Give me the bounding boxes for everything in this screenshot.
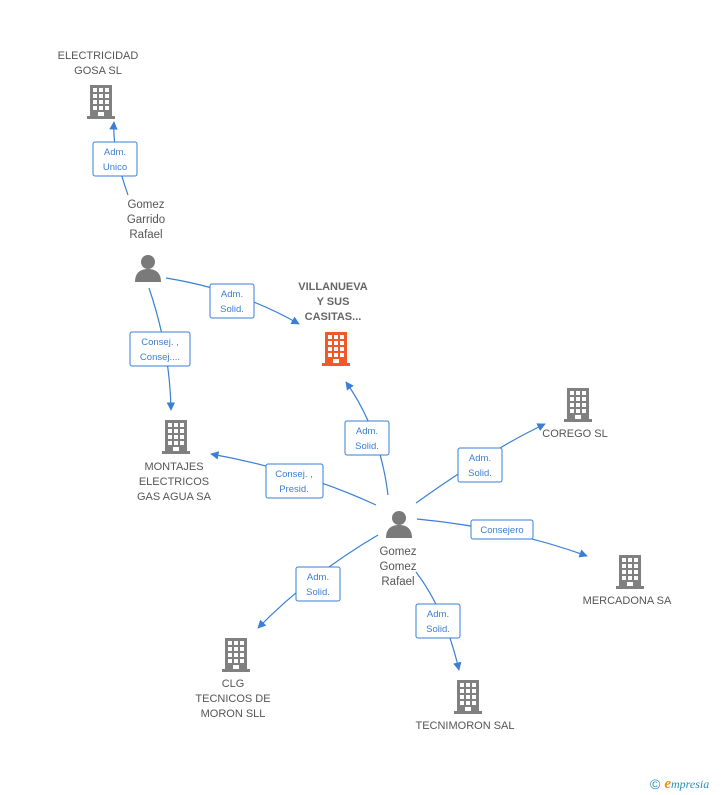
node-label-line: CASITAS...: [305, 311, 362, 323]
footer-brand[interactable]: © empresia: [650, 775, 709, 793]
copyright-icon: ©: [650, 776, 661, 792]
brand-initial: e: [664, 775, 671, 792]
edge-label-line: Adm.: [307, 572, 329, 583]
building-icon: [564, 388, 592, 422]
edges-layer: Adm. Unico Adm. Solid. Consej. , Consej.…: [92, 121, 588, 671]
node-clg[interactable]: CLG TECNICOS DE MORON SLL: [195, 638, 271, 720]
node-label-line: VILLANUEVA: [298, 281, 368, 293]
nodes-layer: VILLANUEVA Y SUS CASITAS... ELECTRICIDAD…: [58, 50, 672, 732]
node-label-line: CLG: [222, 678, 245, 690]
node-montajes[interactable]: MONTAJES ELECTRICOS GAS AGUA SA: [137, 420, 212, 503]
person-icon: [386, 511, 412, 538]
node-label-line: COREGO SL: [542, 428, 607, 440]
node-gomez-garrido[interactable]: Gomez Garrido Rafael: [127, 199, 165, 282]
building-icon: [87, 85, 115, 119]
edge-label-box: [92, 141, 138, 177]
node-label-line: MORON SLL: [201, 708, 266, 720]
node-label-line: Gomez: [379, 546, 416, 558]
node-label-line: Y SUS: [317, 296, 350, 308]
building-icon: [454, 680, 482, 714]
edge-gg-villanueva: Adm. Solid.: [165, 277, 300, 325]
edge-ggo-mercadona: Consejero: [416, 518, 588, 558]
edge-ggo-tecnimoron: Adm. Solid.: [415, 571, 462, 671]
building-icon: [616, 555, 644, 589]
brand-name: mpresia: [671, 776, 710, 791]
node-label-line: Gomez: [379, 561, 416, 573]
edge-ggo-clg: Adm. Solid.: [257, 534, 379, 629]
building-icon: [162, 420, 190, 454]
edge-label-line: Adm.: [221, 289, 243, 300]
building-icon: [322, 332, 350, 366]
node-label-line: MONTAJES: [144, 461, 203, 473]
node-mercadona[interactable]: MERCADONA SA: [583, 555, 672, 607]
edge-label-box: [415, 603, 461, 639]
node-label-line: MERCADONA SA: [583, 595, 672, 607]
node-label-line: Gomez: [127, 199, 164, 211]
edge-label-line: Solid.: [468, 468, 492, 479]
edge-label-box: [457, 447, 503, 483]
edge-gg-montajes: Consej. , Consej....: [129, 287, 191, 411]
edge-label-box: [209, 283, 255, 319]
edge-ggo-montajes: Consej. , Presid.: [210, 451, 377, 506]
edge-label-line: Presid.: [279, 484, 309, 495]
edge-label-line: Adm.: [469, 453, 491, 464]
edge-label-line: Unico: [103, 162, 127, 173]
node-gomez-gomez[interactable]: Gomez Gomez Rafael: [379, 511, 417, 588]
brand-logo: empresia: [664, 776, 709, 793]
edge-label-line: Consej. ,: [275, 469, 313, 480]
edge-ggo-corego: Adm. Solid.: [415, 423, 546, 504]
node-label-line: Rafael: [129, 229, 162, 241]
edge-label-line: Solid.: [426, 624, 450, 635]
edge-label-line: Adm.: [356, 426, 378, 437]
edge-label-line: Solid.: [306, 587, 330, 598]
node-tecnimoron[interactable]: TECNIMORON SAL: [415, 680, 515, 732]
building-icon: [222, 638, 250, 672]
node-villanueva[interactable]: VILLANUEVA Y SUS CASITAS...: [298, 281, 368, 366]
node-label-line: TECNICOS DE: [195, 693, 270, 705]
edge-label-line: Adm.: [104, 147, 126, 158]
edge-label-box: [295, 566, 341, 602]
edge-ggo-villanueva: Adm. Solid.: [344, 381, 390, 496]
node-label-line: Garrido: [127, 214, 165, 226]
edge-label-box: [470, 519, 534, 540]
edge-gg-electricidad: Adm. Unico: [92, 121, 138, 196]
node-label-line: GAS AGUA SA: [137, 491, 212, 503]
node-corego[interactable]: COREGO SL: [542, 388, 608, 440]
edge-label-line: Solid.: [355, 441, 379, 452]
edge-label-line: Solid.: [220, 304, 244, 315]
node-electricidad[interactable]: ELECTRICIDAD GOSA SL: [58, 50, 139, 119]
node-label-line: TECNIMORON SAL: [415, 720, 514, 732]
edge-label-line: Adm.: [427, 609, 449, 620]
node-label-line: GOSA SL: [74, 65, 122, 77]
node-label-line: ELECTRICOS: [139, 476, 209, 488]
edge-label-box: [129, 331, 191, 367]
edge-label-line: Consejero: [480, 525, 523, 536]
edge-label-line: Consej. ,: [141, 337, 179, 348]
edge-label-line: Consej....: [140, 352, 180, 363]
node-label-line: Rafael: [381, 576, 414, 588]
person-icon: [135, 255, 161, 282]
edge-label-box: [344, 420, 390, 456]
edge-label-box: [265, 463, 324, 499]
node-label-line: ELECTRICIDAD: [58, 50, 139, 62]
